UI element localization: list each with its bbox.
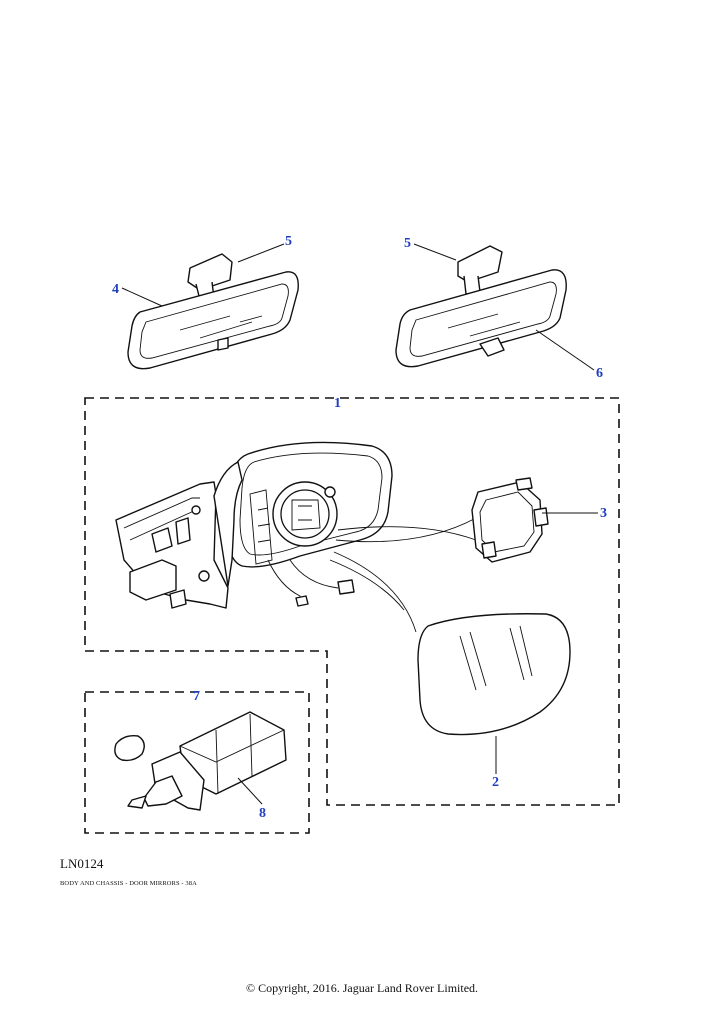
- callout-6: 6: [596, 366, 603, 381]
- interior-mirror-right: [395, 245, 567, 368]
- mirror-glass: [417, 613, 571, 736]
- adhesive-kit: [114, 711, 287, 811]
- callout-3: 3: [600, 506, 607, 521]
- callout-7: 7: [193, 689, 200, 704]
- section-name: BODY AND CHASSIS - DOOR MIRRORS - 38A: [60, 880, 197, 887]
- door-mirror-housing: [115, 441, 477, 633]
- callout-2: 2: [492, 775, 499, 790]
- glass-backing-plate: [471, 477, 549, 563]
- callout-4: 4: [112, 282, 119, 297]
- interior-mirror-left: [127, 253, 299, 370]
- assembly-boundary: [84, 397, 620, 806]
- callout-5-right: 5: [404, 236, 411, 251]
- callout-8: 8: [259, 806, 266, 821]
- callout-1: 1: [334, 396, 341, 411]
- callout-5-left: 5: [285, 234, 292, 249]
- diagram-id: LN0124: [60, 856, 104, 871]
- leader-lines: [121, 243, 598, 805]
- copyright-notice: © Copyright, 2016. Jaguar Land Rover Lim…: [245, 981, 479, 995]
- kit-boundary: [84, 691, 310, 834]
